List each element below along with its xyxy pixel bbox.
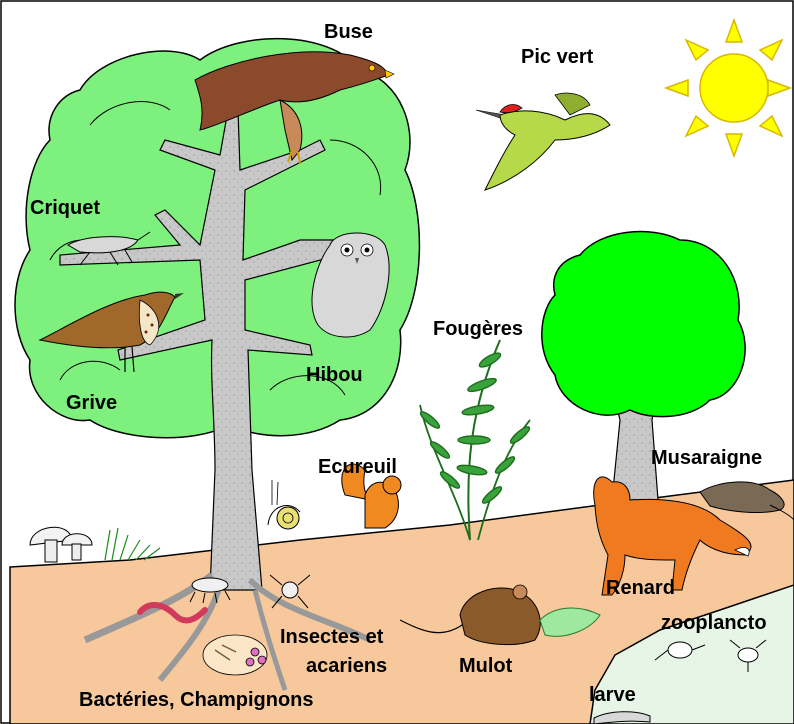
label-renard: Renard [606, 578, 675, 598]
label-buse: Buse [324, 22, 373, 42]
label-pic-vert: Pic vert [521, 47, 593, 67]
label-grive: Grive [66, 393, 117, 413]
label-insectes-1: Insectes et [280, 627, 383, 647]
label-zooplancton: zooplancto [661, 613, 767, 633]
label-hibou: Hibou [306, 365, 363, 385]
label-bacteries: Bactéries, Champignons [79, 690, 314, 710]
label-larve: larve [589, 685, 636, 705]
label-musaraigne: Musaraigne [651, 448, 762, 468]
label-mulot: Mulot [459, 656, 512, 676]
label-fougeres: Fougères [433, 319, 523, 339]
bacteria-icon [203, 635, 267, 675]
label-insectes-2: acariens [306, 656, 387, 676]
label-ecureuil: Ecureuil [318, 457, 397, 477]
label-criquet: Criquet [30, 198, 100, 218]
